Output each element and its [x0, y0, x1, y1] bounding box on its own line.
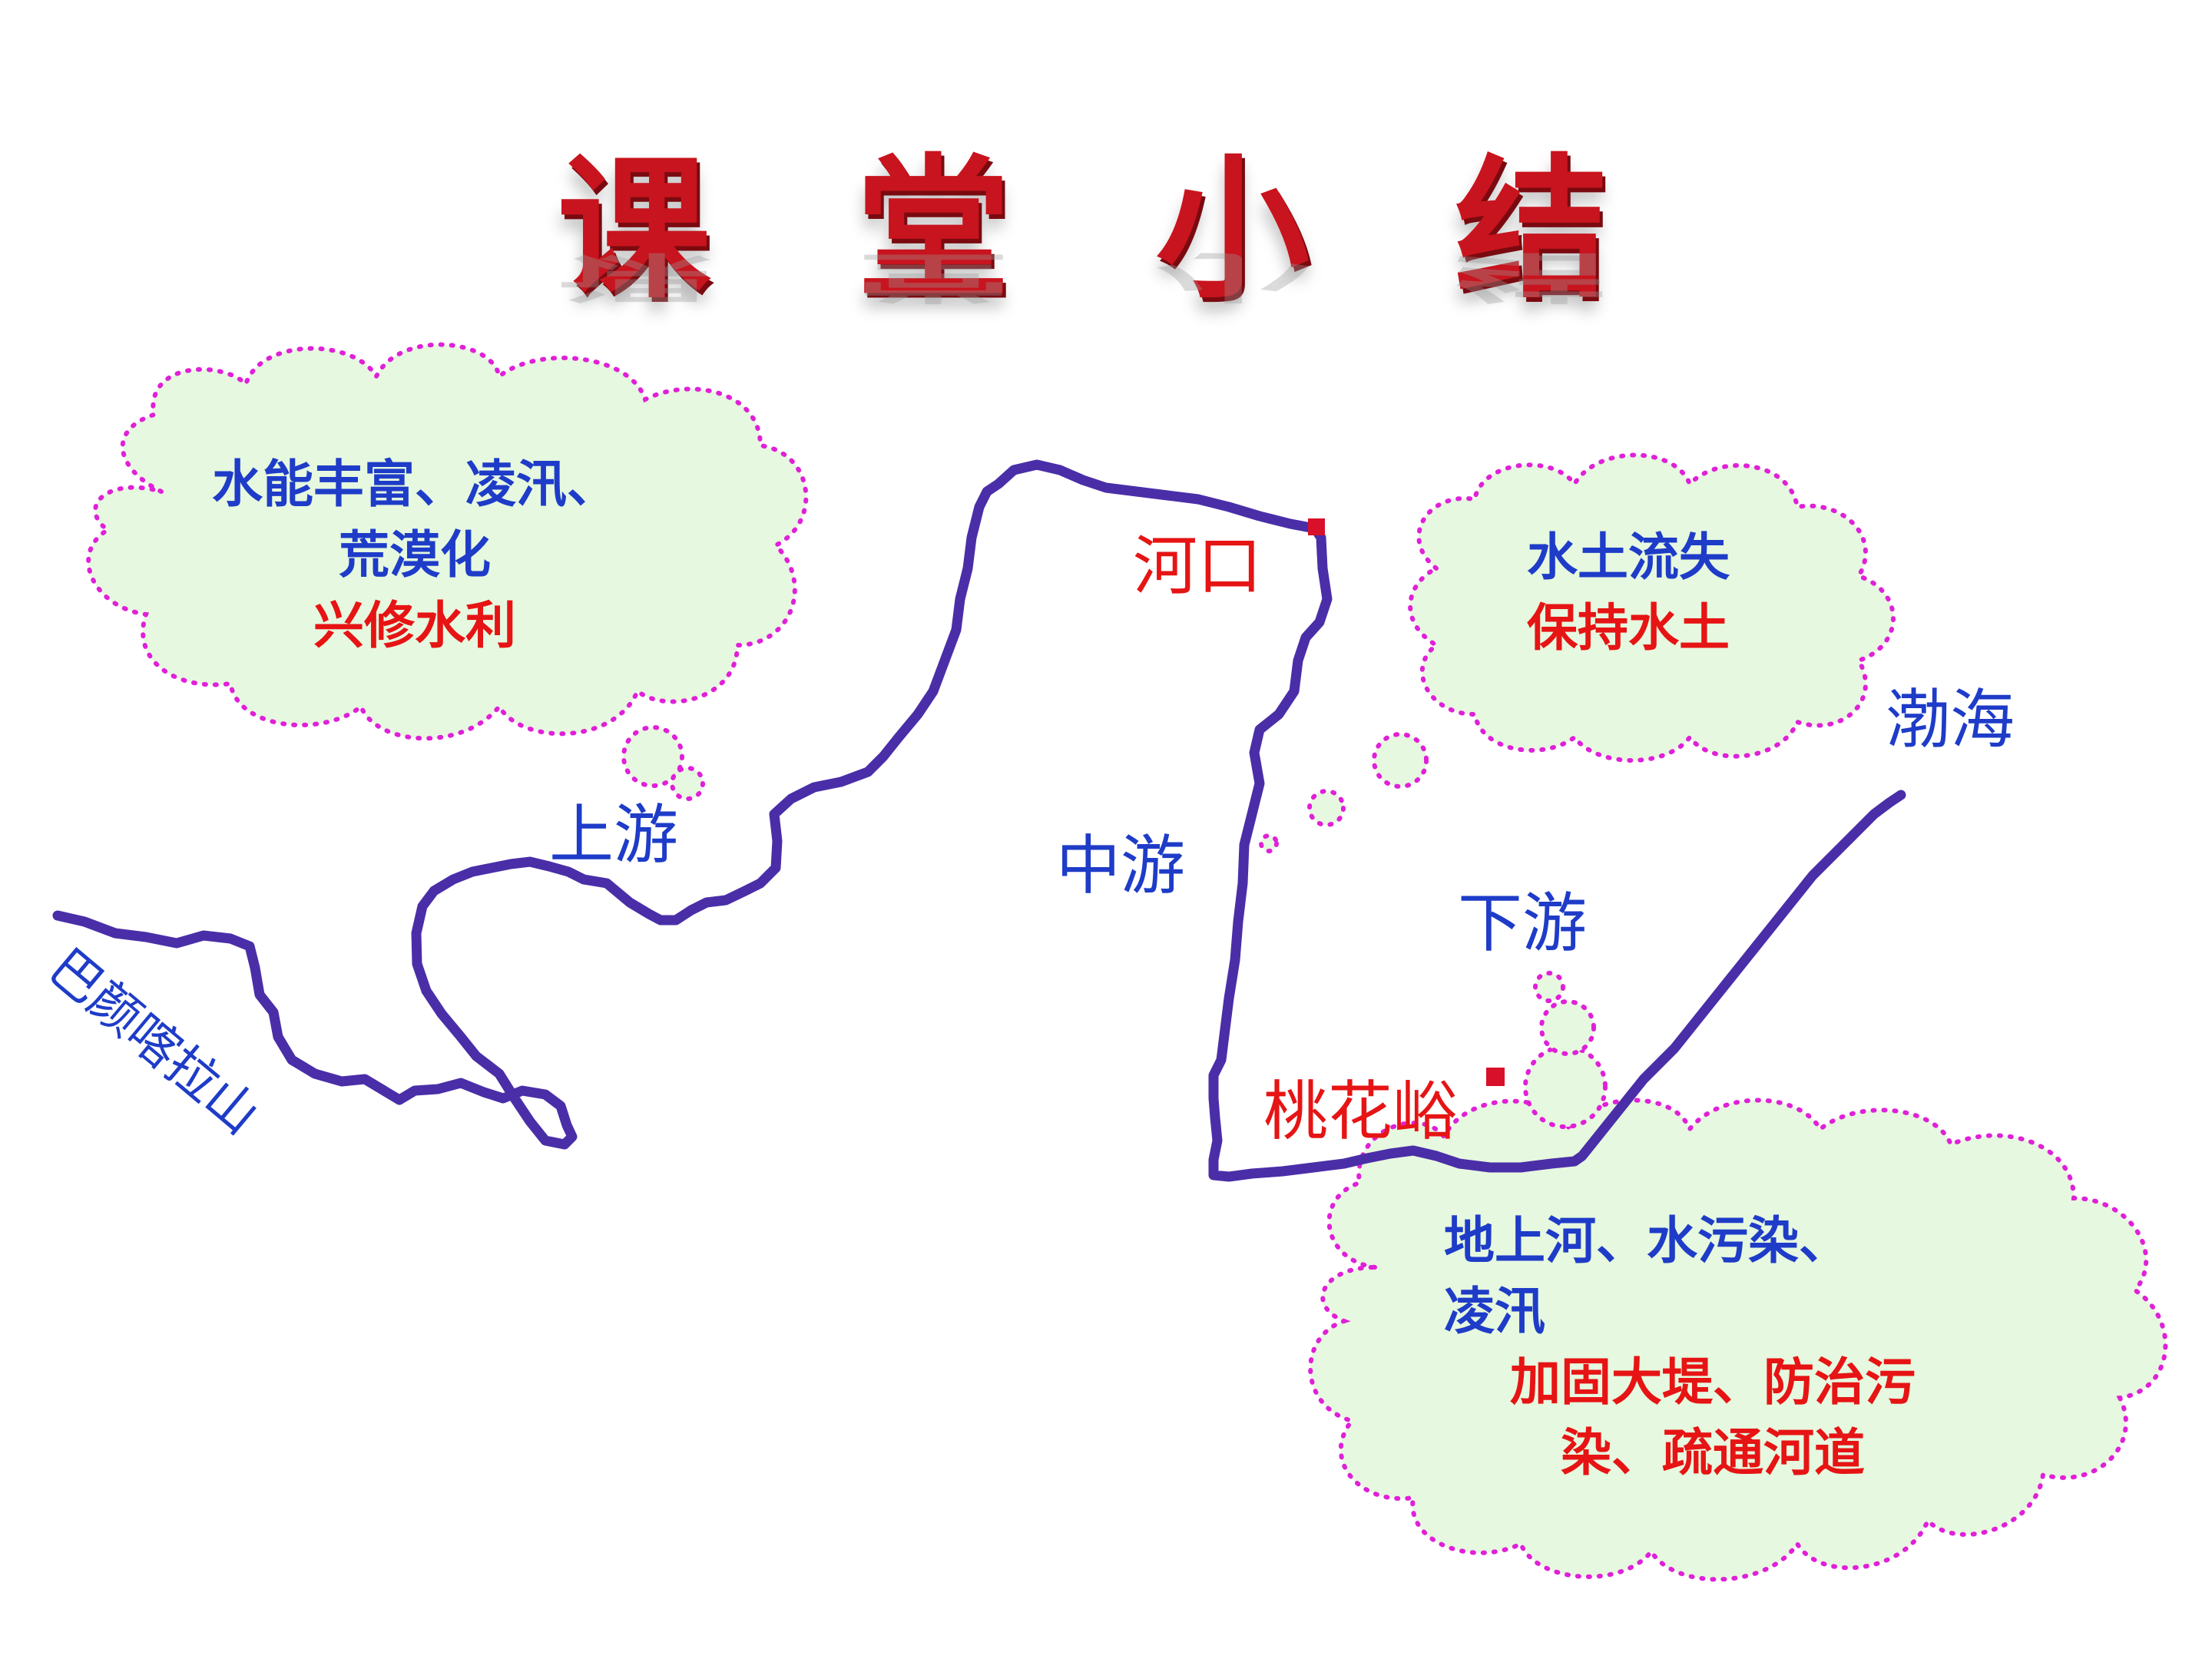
upper-problem-line-1: 水能丰富、凌汛、 [212, 455, 618, 514]
lower-problem-line-1: 地上河、水污染、 [1444, 1211, 1849, 1270]
cloud-lower-bubble-medium [1539, 999, 1596, 1056]
cloud-middle-bubble-small [1259, 833, 1279, 853]
lower-measure-line-2: 染、疏通河道 [1561, 1423, 1865, 1482]
cloud-lower-reach [1308, 971, 2168, 1582]
cloud-middle-bubble-medium [1307, 789, 1346, 827]
upper-measure-line-1: 兴修水利 [313, 596, 516, 655]
cloud-upper-shape [86, 342, 809, 741]
cloud-lower-bubble-small [1533, 971, 1565, 1003]
cloud-lower-shape [1308, 1098, 2168, 1582]
upper-problem-line-2: 荒漠化 [339, 525, 491, 584]
cloud-upper-text: 水能丰富、凌汛、 荒漠化 兴修水利 [123, 449, 707, 661]
cloud-lower-bubble-large [1523, 1045, 1608, 1129]
label-taohuayu: 桃花峪 [1263, 1074, 1458, 1149]
label-middle-reach: 中游 [1056, 828, 1186, 903]
cloud-upper-bubble-large [621, 725, 684, 788]
label-bohai-sea: 渤海 [1886, 682, 2015, 757]
middle-measure-line-1: 保持水土 [1527, 598, 1730, 657]
cloud-middle-shape [1408, 452, 1896, 763]
lower-measure-line-1: 加固大堤、防治污 [1510, 1353, 1916, 1412]
cloud-middle-text: 水土流失 保持水土 [1459, 522, 1797, 664]
cloud-lower-text: 地上河、水污染、 凌汛 加固大堤、防治污 染、疏通河道 [1444, 1206, 1982, 1488]
page-title-reflection: 课 堂 小 结 [557, 245, 1655, 308]
middle-problem-line-1: 水土流失 [1527, 528, 1730, 587]
yellow-river-course [52, 459, 1906, 1182]
hekou-marker [1308, 518, 1325, 535]
cloud-middle-reach [1259, 452, 1896, 853]
page-title: 课 堂 小 结 [557, 141, 1655, 320]
taohuayu-marker [1486, 1068, 1505, 1086]
label-lower-reach: 下游 [1458, 886, 1588, 961]
cloud-upper-bubble-small [670, 766, 705, 801]
label-hekou: 河口 [1133, 528, 1263, 604]
label-upper-reach: 上游 [549, 797, 679, 873]
lower-problem-line-2: 凌汛 [1444, 1282, 1545, 1341]
cloud-upper-reach [86, 342, 809, 801]
cloud-middle-bubble-large [1372, 732, 1429, 789]
